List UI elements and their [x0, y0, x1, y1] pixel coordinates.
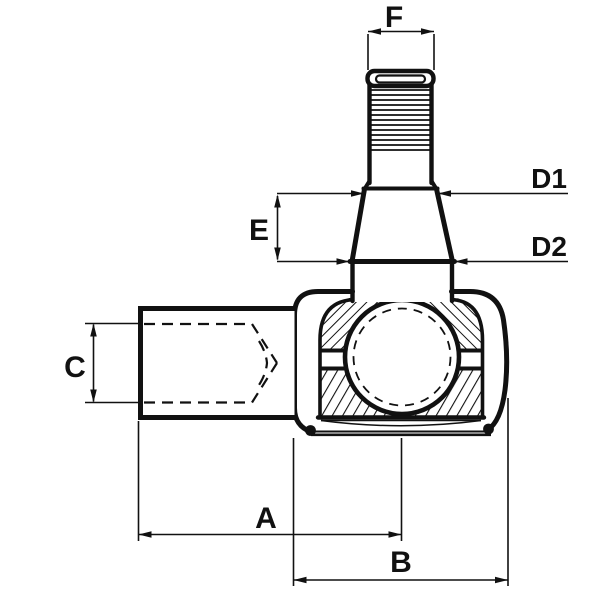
stud-top-chamfer — [365, 68, 436, 89]
bottom-cover-plate — [311, 419, 491, 437]
dimension-e — [274, 194, 281, 261]
thread-lines — [371, 89, 430, 151]
dim-label-c: C — [64, 351, 86, 384]
dimension-a — [137, 421, 403, 541]
ball — [342, 297, 462, 417]
tube-bore-hidden — [144, 322, 278, 404]
dim-label-e: E — [249, 214, 269, 247]
dim-label-d2: D2 — [531, 231, 567, 262]
dimension-c — [85, 322, 141, 404]
stud-taper — [347, 186, 457, 304]
boot-lip-right — [483, 423, 494, 435]
dim-label-b: B — [390, 546, 412, 579]
socket-tube — [138, 306, 295, 420]
boot-lip-left — [305, 425, 316, 436]
housing-outer — [292, 289, 510, 437]
dimension-f — [367, 28, 435, 70]
dim-label-f: F — [385, 1, 403, 34]
dim-label-d1: D1 — [531, 163, 567, 194]
dim-label-a: A — [255, 502, 277, 535]
stud-threaded-shank — [361, 68, 440, 191]
ball-hidden-contour — [352, 307, 452, 407]
dimension-b — [292, 398, 509, 586]
